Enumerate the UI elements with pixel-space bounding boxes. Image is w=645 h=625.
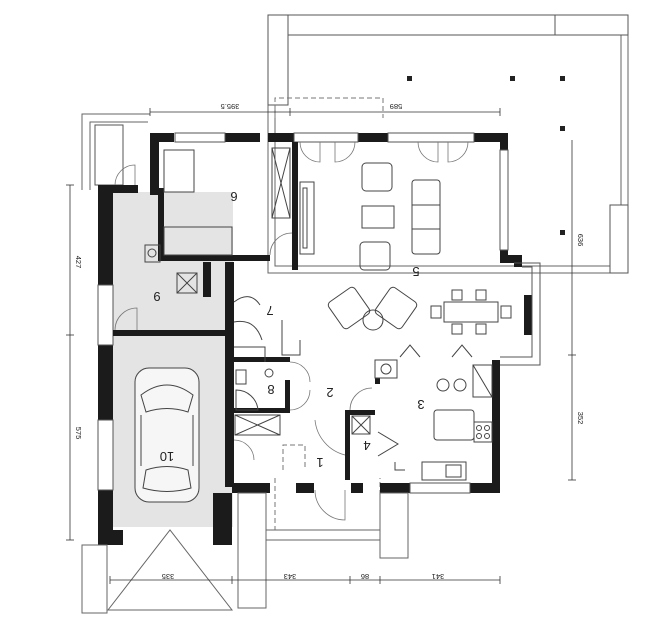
room-label-2: 2 — [326, 385, 333, 400]
furniture — [144, 147, 512, 481]
canopies — [81, 492, 409, 614]
room-label-6: 6 — [230, 189, 237, 204]
dim-bottom-d: 341 — [432, 572, 445, 581]
dim-top-left: 395.5 — [221, 102, 240, 111]
doors — [114, 141, 469, 521]
room-label-4: 4 — [363, 438, 370, 453]
room-label-5: 5 — [412, 264, 419, 279]
dimension-lines — [66, 108, 576, 584]
dim-right-upper: 636 — [576, 234, 585, 247]
dim-bottom-c: 86 — [361, 572, 369, 581]
interior-walls — [113, 142, 380, 487]
room-label-10: 10 — [160, 449, 174, 464]
dim-bottom-a: 335 — [162, 572, 175, 581]
dim-right-lower: 352 — [576, 412, 585, 425]
terrace — [267, 14, 629, 274]
dim-left-lower: 575 — [74, 427, 83, 440]
room-label-9: 9 — [153, 289, 160, 304]
windows — [97, 132, 541, 494]
room-label-3: 3 — [417, 397, 424, 412]
dimension-labels: 395.5 589 427 575 636 352 335 343 86 341 — [74, 102, 585, 581]
room-label-7: 7 — [266, 303, 273, 318]
dim-bottom-b: 343 — [284, 572, 297, 581]
entry-mat — [282, 444, 306, 470]
room-labels: 1 2 3 4 5 6 7 8 9 10 — [153, 189, 424, 470]
side-porch — [81, 113, 150, 190]
car — [134, 367, 200, 503]
dim-left-upper: 427 — [74, 256, 83, 269]
room-label-1: 1 — [316, 455, 323, 470]
room-label-8: 8 — [267, 382, 274, 397]
dim-top-right: 589 — [390, 102, 403, 111]
